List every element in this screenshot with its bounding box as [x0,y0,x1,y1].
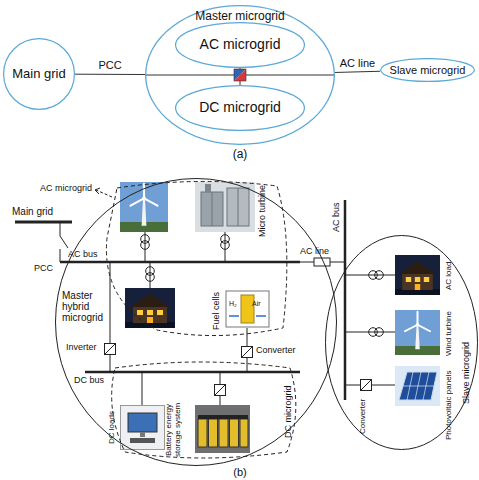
node-title: DC microgrid [175,85,305,131]
bus-label: AC bus [332,198,343,236]
connector-line [75,74,145,75]
pcc-label: PCC [34,264,59,274]
component-label: Battery energy storage system [165,398,195,462]
slave-microgrid-ellipse: Slave microgrid [325,235,478,450]
dc-microgrid-ellipse: DC microgrid [175,85,305,131]
component-label: AC load [445,255,456,297]
component-label: Micro turbine [258,180,269,242]
converter-symbol [215,385,226,396]
bus-wiring [110,262,111,372]
bus-wiring [225,232,226,262]
slave-microgrid-ellipse: Slave microgrid [380,58,475,82]
gas-label: H₂ [229,300,243,308]
ac-microgrid-ellipse: AC microgrid [175,22,305,68]
master-hybrid-ellipse: Master hybrid microgridAC microgridDC mi… [55,178,337,466]
component-label: Photovoltaic panels [445,365,456,445]
node-title: AC microgrid [175,22,305,68]
bus-wiring [345,275,395,276]
bus-wiring [60,249,61,262]
bus-wiring [60,261,300,264]
pv-panel-image [395,366,440,406]
node-title: Master microgrid [145,10,335,23]
bus-wiring [344,200,347,400]
converter-outline [234,69,246,81]
bus-label: AC bus [68,250,104,260]
node-outline [325,235,478,450]
connector-label: AC line [340,57,375,69]
house-image [395,255,440,295]
outline-shape [56,179,337,466]
node-title: DC microgrid [284,374,295,449]
node-outline [105,360,300,460]
dc-microgrid-region: DC microgrid [105,360,300,460]
component-label: Wind turbine [445,308,456,360]
wind-turbine-image [395,310,440,355]
micro-turbine-image [195,182,255,232]
transformer-symbol [369,328,384,337]
outline-shape [381,59,475,82]
node-title: Slave microgrid [380,58,475,82]
component-label: Fuel cells [212,288,223,333]
node-title: Main grid [3,38,75,110]
figure-part-label: (b) [228,466,252,478]
bus-label: DC bus [74,376,108,386]
line-label: AC line [300,247,336,257]
outline-shape [4,39,75,110]
bus-wiring [95,188,100,194]
converter-half-red [234,69,246,81]
outline-shape [146,6,335,145]
transformer-symbol [369,271,384,280]
main-grid-circle: Main grid [3,38,75,110]
outline-shape [176,86,305,131]
converter-symbol [361,380,372,391]
node-title: AC microgrid [40,184,95,194]
master-inner-wire [145,75,234,76]
converter-half-blue [234,69,246,81]
bus-wiring [345,332,395,333]
bus-wiring [15,221,72,224]
wind-turbine-image [120,182,168,232]
gas-label: Air [252,300,268,308]
node-title: Slave microgrid [462,335,473,410]
outline-shape [112,362,296,458]
converter-label: Converter [359,394,370,438]
bus-wiring [142,372,143,405]
node-title: Master hybrid microgrid [62,290,120,323]
transformer-symbol [146,267,155,282]
dc-load-image [121,406,165,450]
connector-line [335,71,380,72]
bus-wiring [60,236,68,248]
bus-wiring [60,222,61,236]
converter-label: Converter [256,346,301,356]
bus-wiring [85,371,300,374]
bus-wiring [145,232,146,262]
outline-shape [326,236,478,450]
battery-image [195,405,250,453]
connector-label: PCC [98,59,121,71]
transformer-symbol [221,235,230,250]
master-inner-wire [246,75,335,76]
house-image [125,288,175,328]
transformer-symbol [141,235,150,250]
converter-symbol [242,347,253,358]
converter-label: Inverter [66,343,104,353]
component-label: DC loads [108,405,119,450]
converter-symbol [105,344,116,355]
fuel-cell-image [226,291,269,327]
outline-shape [176,23,305,68]
figure-part-label: (a) [228,148,252,161]
grid-label: Main grid [12,206,67,217]
